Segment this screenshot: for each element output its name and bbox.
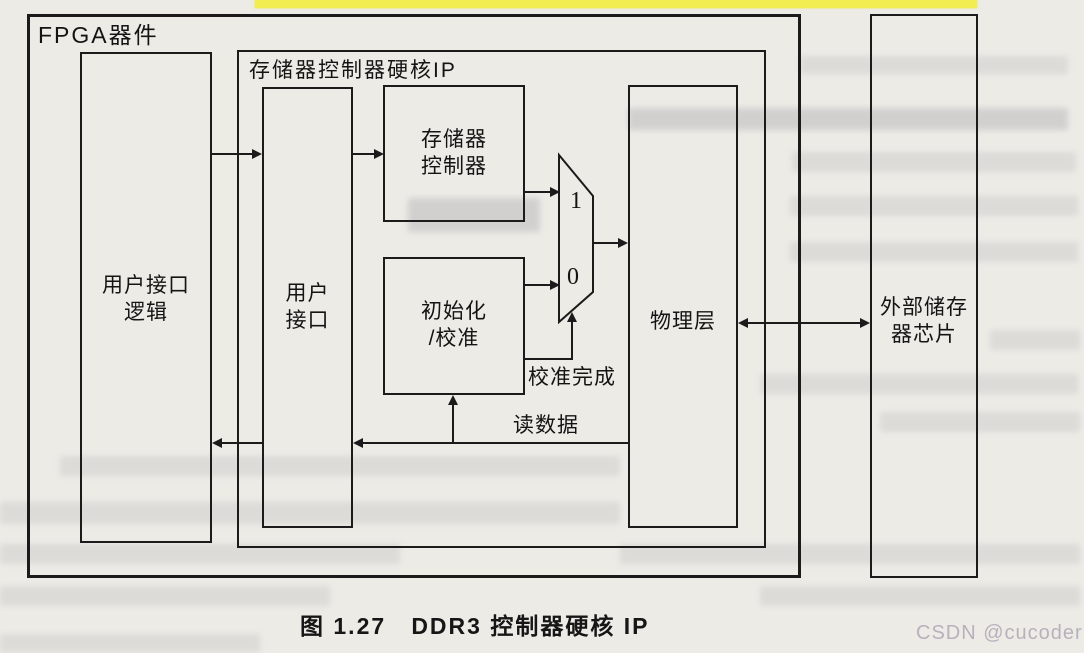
- calibration-done-label: 校准完成: [528, 366, 616, 389]
- yellow-highlight-mark: [255, 0, 977, 8]
- read-data-label: 读数据: [513, 414, 579, 437]
- memory-controller-label: 存储器 控制器: [421, 128, 487, 178]
- arrowhead-right: [550, 280, 560, 290]
- arrowhead-right: [252, 149, 262, 159]
- user-interface-logic-label: 用户接口 逻辑: [102, 274, 190, 324]
- fpga-device-box: [27, 14, 801, 578]
- external-memory-chip-box: [870, 14, 978, 578]
- mux-input-1-label: 1: [570, 188, 582, 214]
- memory-controller-box: [383, 85, 525, 222]
- arrowhead-up: [448, 395, 458, 405]
- arrowhead-left: [738, 318, 748, 328]
- mux-input-0-label: 0: [567, 264, 579, 290]
- memory-controller-ip-label: 存储器控制器硬核IP: [249, 59, 457, 82]
- wire-cal-done-to-mux-select: [525, 322, 572, 359]
- arrowhead-right: [550, 187, 560, 197]
- physical-layer-box: [628, 85, 738, 528]
- init-calibration-box: [383, 257, 525, 395]
- external-memory-chip-label: 外部储存 器芯片: [880, 296, 968, 346]
- arrowhead-right: [618, 238, 628, 248]
- figure-caption: 图 1.27 DDR3 控制器硬核 IP: [300, 613, 650, 639]
- arrowhead-left: [353, 438, 363, 448]
- fpga-device-label: FPGA器件: [38, 22, 159, 48]
- memory-controller-ip-box: [237, 50, 766, 548]
- arrowhead-right: [374, 149, 384, 159]
- arrowhead-left: [212, 438, 222, 448]
- mux-shape: [559, 155, 593, 322]
- user-interface-box: [262, 87, 353, 528]
- arrowhead-up: [567, 312, 577, 322]
- user-interface-label: 用户 接口: [285, 282, 330, 332]
- arrowhead-right: [860, 318, 870, 328]
- user-interface-logic-box: [80, 52, 212, 543]
- init-calibration-label: 初始化 /校准: [421, 300, 487, 350]
- csdn-watermark: CSDN @cucoder: [916, 622, 1083, 644]
- physical-layer-label: 物理层: [650, 310, 716, 333]
